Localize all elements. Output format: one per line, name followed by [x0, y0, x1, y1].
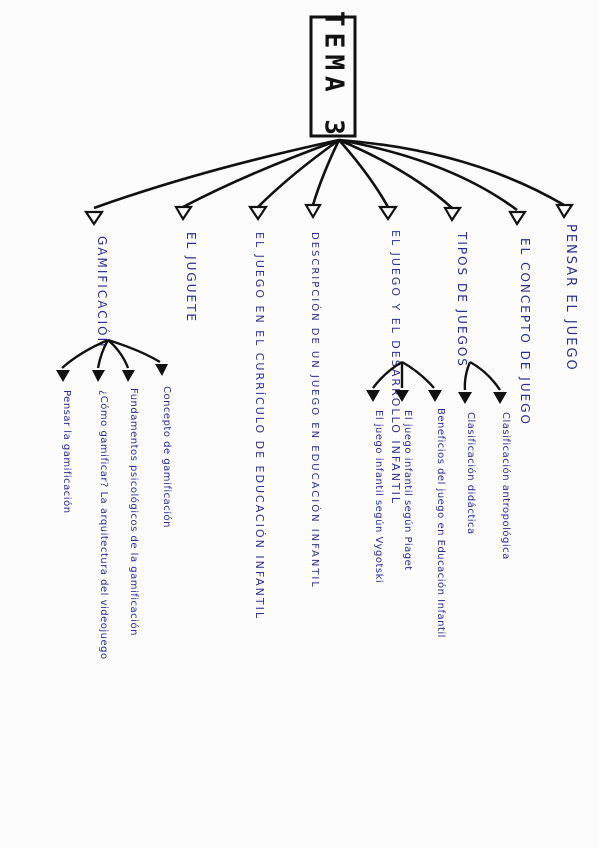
- branch-label-gamificacion: GAMIFICACIÓN: [95, 236, 110, 349]
- connector-concepto: [338, 138, 518, 212]
- branch-label-descripcion: DESCRIPCIÓN DE UN JUEGO EN EDUCACIÓN INF…: [309, 232, 322, 589]
- des-item-2: El juego infantil según Piaget: [402, 410, 414, 571]
- sub-connector-gam-4: [107, 338, 161, 364]
- sub-arrow-gam-3: [122, 370, 135, 382]
- sub-arrow-gam-1: [56, 370, 70, 382]
- sub-connector-gam-3: [107, 339, 130, 369]
- arrowhead-pensar: [555, 203, 575, 220]
- arrowhead-curriculo: [247, 205, 269, 221]
- gam-item-2: ¿Cómo gamificar? La arquitectura del vid…: [98, 390, 110, 660]
- connector-desarrollo: [338, 139, 390, 208]
- branch-label-tipos: TIPOS DE JUEGOS: [455, 231, 469, 368]
- title-box: [309, 15, 357, 138]
- arrowhead-desarrollo: [377, 205, 399, 221]
- gam-item-4: Concepto de gamificación: [161, 386, 173, 528]
- arrowhead-tipos: [443, 206, 463, 223]
- sub-arrow-gam-2: [92, 370, 105, 382]
- des-item-1: El juego infantil según Vygotski: [373, 410, 385, 583]
- connector-descripcion: [311, 139, 341, 206]
- sub-arrow-tip-1: [458, 392, 472, 404]
- sub-connector-gam-1: [61, 338, 109, 369]
- branch-label-curriculo: EL JUEGO EN EL CURRÍCULO DE EDUCACIÓN IN…: [253, 232, 266, 620]
- title-text: TEMA 3: [319, 11, 349, 141]
- sub-arrow-des-1: [366, 390, 380, 402]
- sub-arrow-tip-2: [493, 392, 507, 404]
- sub-connector-gam-2: [96, 339, 110, 369]
- sub-connector-tip-1: [463, 361, 472, 391]
- arrowhead-gamificacion: [83, 210, 105, 226]
- branch-label-pensar: PENSAR EL JUEGO: [563, 224, 578, 372]
- connector-pensar: [338, 138, 565, 207]
- sub-arrow-gam-4: [155, 364, 168, 376]
- tip-item-1: Clasificación didáctica: [465, 412, 477, 535]
- arrowhead-concepto: [508, 210, 528, 227]
- sub-arrow-des-3: [428, 390, 442, 402]
- connector-tipos: [338, 138, 453, 209]
- connector-juguete: [182, 138, 340, 209]
- arrowhead-juguete: [174, 205, 194, 222]
- connector-gamificacion: [93, 138, 340, 210]
- des-item-3: Beneficios del juego en Educación Infant…: [435, 408, 447, 638]
- tip-item-2: Clasificación antropológica: [500, 412, 512, 560]
- arrowhead-descripcion: [304, 203, 322, 220]
- sub-connector-tip-2: [469, 360, 501, 391]
- sub-connector-des-3: [401, 360, 435, 389]
- sub-arrow-des-2: [395, 390, 409, 402]
- gam-item-3: Fundamentos psicológicos de la gamificac…: [128, 388, 140, 636]
- gam-item-1: Pensar la gamificación: [61, 390, 73, 514]
- branch-label-concepto: EL CONCEPTO DE JUEGO: [518, 238, 532, 426]
- connector-curriculo: [257, 138, 340, 208]
- branch-label-juguete: EL JUGUETE: [184, 232, 198, 323]
- sub-connector-des-1: [372, 360, 403, 389]
